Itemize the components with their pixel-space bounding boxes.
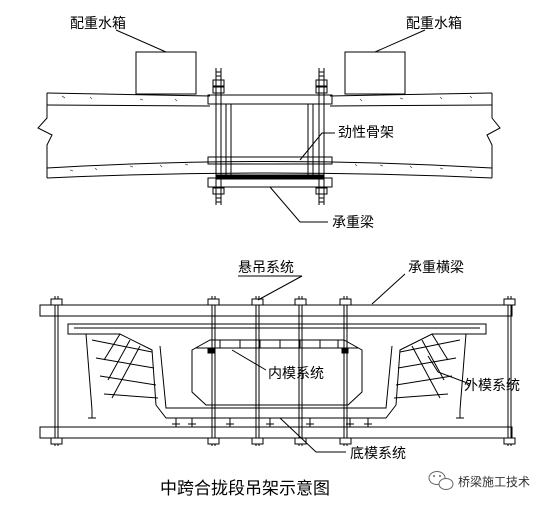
label-bearing-beam: 承重梁 — [332, 215, 374, 231]
inner-cell — [191, 339, 363, 406]
diagram-title: 中跨合拢段吊架示意图 — [160, 479, 330, 499]
label-bearing-cross-beam: 承重横梁 — [408, 260, 464, 276]
cross-section-view — [39, 273, 516, 453]
break-line-right — [486, 93, 501, 178]
elevation-view — [37, 29, 501, 223]
box-girder-outline-inner — [74, 327, 480, 409]
label-bottom-form-system: 底模系统 — [350, 446, 406, 462]
hanger-rod-left — [212, 68, 225, 205]
leader-inner-form — [231, 349, 267, 371]
girder-top-edge — [46, 92, 493, 97]
girder-top-edge-inner — [46, 104, 493, 107]
water-tank-left — [135, 51, 197, 95]
break-line-left — [37, 93, 53, 178]
inner-form-supports — [207, 340, 349, 354]
label-stiff-skeleton: 劲性骨架 — [338, 125, 394, 141]
watermark: 桥梁施工技术 — [428, 471, 530, 490]
hanging-rods — [54, 296, 512, 446]
girder-bottom-edge-inner — [46, 172, 493, 179]
water-tank-right — [344, 51, 406, 95]
leader-cross-beam — [371, 273, 406, 305]
leader-stiff-skeleton — [299, 132, 335, 161]
leader-water-tank-left — [115, 29, 167, 53]
watermark-text: 桥梁施工技术 — [458, 474, 530, 489]
rod-nuts — [50, 298, 516, 445]
hanger-rod-right — [315, 68, 328, 205]
outer-form-truss-right — [393, 333, 467, 419]
frame-top-bar — [207, 94, 333, 105]
label-outer-form-system: 外模系统 — [464, 378, 520, 394]
concrete-texture — [61, 95, 473, 172]
bearing-cross-beam-top — [39, 304, 513, 317]
girder-bottom-edge — [46, 161, 493, 169]
bottom-form-supports — [172, 418, 372, 427]
label-water-tank-right: 配重水箱 — [406, 16, 462, 32]
leader-hanging-system — [238, 275, 303, 301]
label-hanging-system: 悬吊系统 — [238, 260, 294, 276]
label-water-tank-left: 配重水箱 — [70, 16, 126, 32]
label-inner-form-system: 内模系统 — [268, 366, 324, 382]
outer-form-truss-left — [85, 333, 159, 419]
bearing-cross-beam-bottom — [39, 426, 513, 439]
leader-bottom-form — [279, 417, 346, 453]
wechat-icon — [428, 471, 454, 490]
leader-water-tank-right — [374, 29, 426, 53]
skeleton-bar — [207, 156, 333, 165]
leader-outer-form — [427, 355, 471, 385]
leader-bearing-beam — [269, 186, 328, 223]
